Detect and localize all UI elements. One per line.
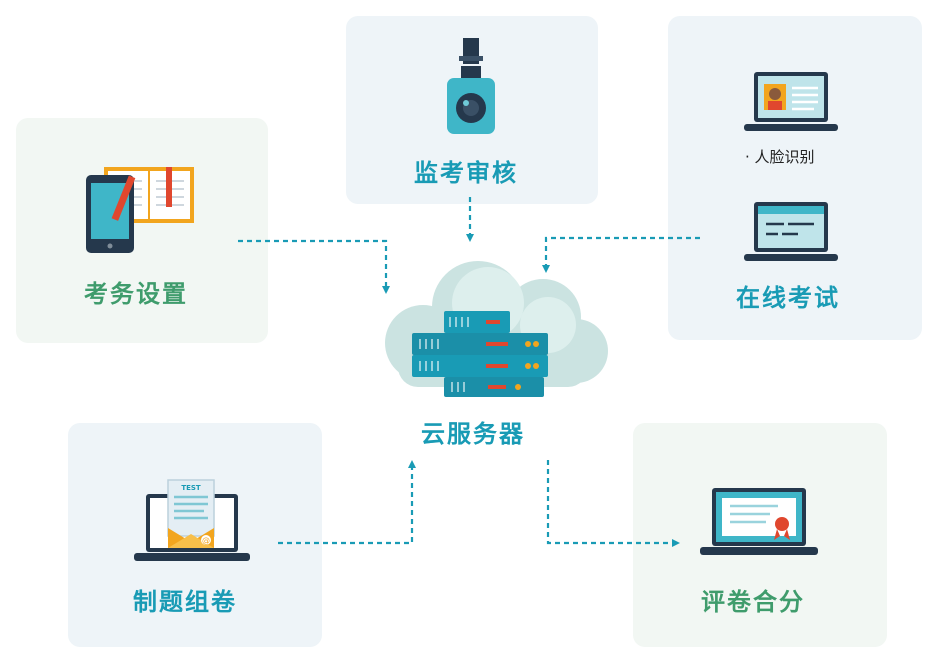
laptop-form-icon — [744, 202, 838, 261]
arrow-server-to-grading — [546, 460, 680, 547]
proctor-review-label: 监考审核 — [414, 159, 518, 187]
arrow-question-paper-to-server — [278, 460, 416, 545]
arrow-online-exam-to-server — [542, 236, 700, 273]
exam-setup-label: 考务设置 — [84, 280, 188, 308]
cloud-server-rack-icon — [385, 261, 608, 397]
svg-text:@: @ — [202, 536, 210, 545]
grading-label: 评卷合分 — [701, 588, 805, 616]
face-recognition-label: · 人脸识别 — [745, 148, 815, 166]
svg-text:TEST: TEST — [181, 484, 201, 492]
question-paper-label: 制题组卷 — [133, 588, 237, 616]
laptop-test-mail-icon: TEST @ — [134, 479, 250, 561]
laptop-certificate-icon — [700, 488, 818, 555]
surveillance-camera-icon — [447, 38, 495, 134]
online-exam-panel — [668, 16, 922, 340]
exam-setup-panel — [16, 118, 268, 343]
cloud-server-label: 云服务器 — [421, 420, 525, 448]
arrow-exam-setup-to-server — [238, 239, 390, 294]
online-exam-label: 在线考试 — [736, 284, 840, 312]
tablet-and-notebook-icon — [86, 167, 194, 253]
laptop-face-id-icon — [744, 72, 838, 131]
